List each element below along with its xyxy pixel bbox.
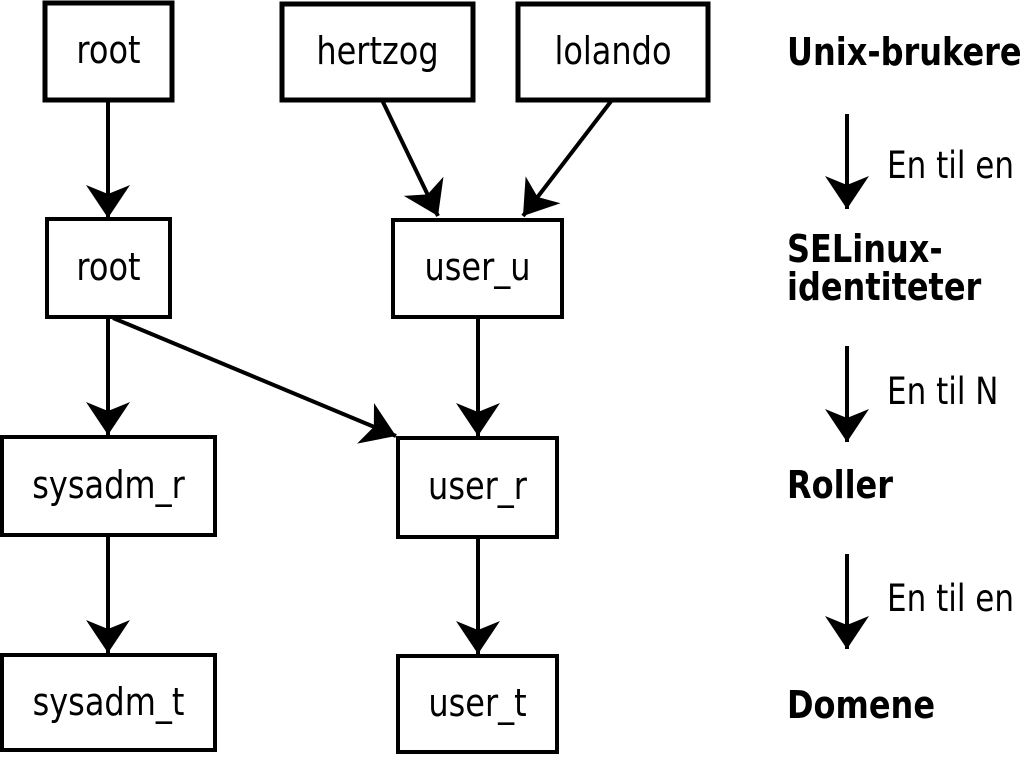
node-box xyxy=(391,218,564,319)
node-label: user_r xyxy=(428,464,527,509)
node-domain-user_t: user_t xyxy=(396,654,559,754)
node-unix-user-hertzog: hertzog xyxy=(279,1,476,103)
node-label: sysadm_t xyxy=(33,680,185,725)
legend: Unix-brukere En til en SELinux- identite… xyxy=(787,30,1022,728)
node-box xyxy=(45,217,172,319)
node-label: lolando xyxy=(554,29,671,74)
node-box xyxy=(42,0,175,103)
relation-label-2: En til N xyxy=(887,370,999,413)
relation-label-3: En til en xyxy=(887,577,1014,620)
node-label: user_t xyxy=(428,681,526,726)
node-box xyxy=(396,436,559,539)
node-label: hertzog xyxy=(316,29,438,74)
node-box xyxy=(279,1,476,103)
node-role-user_r: user_r xyxy=(396,436,559,539)
node-box xyxy=(0,653,217,752)
legend-level-roller: Roller xyxy=(787,463,894,508)
node-unix-user-root: root xyxy=(42,0,175,103)
node-label: root xyxy=(76,28,140,73)
node-box xyxy=(396,654,559,754)
node-label: root xyxy=(76,245,140,290)
node-selinux-identity-root: root xyxy=(45,217,172,319)
node-domain-sysadm_t: sysadm_t xyxy=(0,653,217,752)
node-label: sysadm_r xyxy=(32,463,185,508)
legend-level-unix-brukere: Unix-brukere xyxy=(787,30,1022,75)
node-label: user_u xyxy=(424,245,530,290)
node-selinux-identity-user_u: user_u xyxy=(391,218,564,319)
legend-level-domene: Domene xyxy=(787,683,935,728)
node-box xyxy=(0,435,217,537)
node-unix-user-lolando: lolando xyxy=(515,1,711,103)
edge-root-to-user_r-arrow xyxy=(112,316,397,444)
legend-level-selinux-line2: identiteter xyxy=(787,265,982,310)
edge-hertzog-to-user_u-arrow xyxy=(380,99,444,217)
edge-lolando-to-user_u-arrow xyxy=(521,98,614,218)
relation-label-1: En til en xyxy=(887,144,1014,187)
node-role-sysadm_r: sysadm_r xyxy=(0,435,217,537)
legend-level-selinux-line1: SELinux- xyxy=(787,227,943,272)
node-box xyxy=(515,1,711,103)
